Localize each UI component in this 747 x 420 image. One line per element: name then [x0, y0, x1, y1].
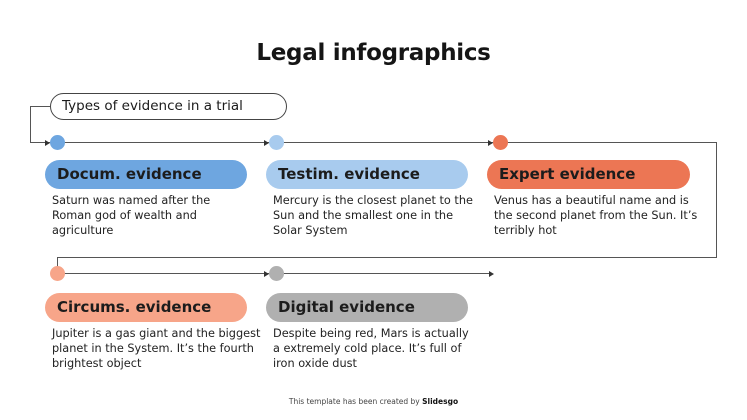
connector-line: [57, 257, 59, 273]
connector-line: [57, 257, 717, 259]
node-expert: [493, 135, 508, 150]
pill-digital-evidence: Digital evidence: [266, 293, 468, 322]
pill-testim-evidence: Testim. evidence: [266, 160, 468, 189]
pill-docum-evidence: Docum. evidence: [45, 160, 247, 189]
arrow-end-icon: [489, 270, 494, 277]
node-testim: [269, 135, 284, 150]
footer-text: This template has been created by: [288, 397, 423, 406]
desc-testim: Mercury is the closest planet to the Sun…: [273, 194, 473, 237]
arrow-icon: [264, 270, 269, 277]
pill-expert-evidence: Expert evidence: [487, 160, 690, 189]
connector-line: [716, 142, 718, 257]
connector-line: [30, 106, 50, 108]
arrow-icon: [488, 139, 493, 146]
arrow-icon: [264, 139, 269, 146]
arrow-icon: [45, 139, 50, 146]
page-title: Legal infographics: [256, 40, 491, 66]
desc-circums: Jupiter is a gas giant and the biggest p…: [52, 327, 261, 370]
desc-expert: Venus has a beautiful name and is the se…: [494, 194, 698, 237]
node-circums: [50, 266, 65, 281]
desc-docum: Saturn was named after the Roman god of …: [52, 194, 211, 237]
pill-circums-evidence: Circums. evidence: [45, 293, 247, 322]
desc-digital: Despite being red, Mars is actually a ex…: [273, 327, 469, 370]
footer-credit: This template has been created by Slides…: [0, 397, 747, 406]
node-digital: [269, 266, 284, 281]
node-docum: [50, 135, 65, 150]
row1-line: [30, 142, 716, 144]
footer-brand: Slidesgo: [422, 397, 459, 406]
connector-line: [30, 106, 32, 143]
header-pill: Types of evidence in a trial: [50, 93, 287, 120]
